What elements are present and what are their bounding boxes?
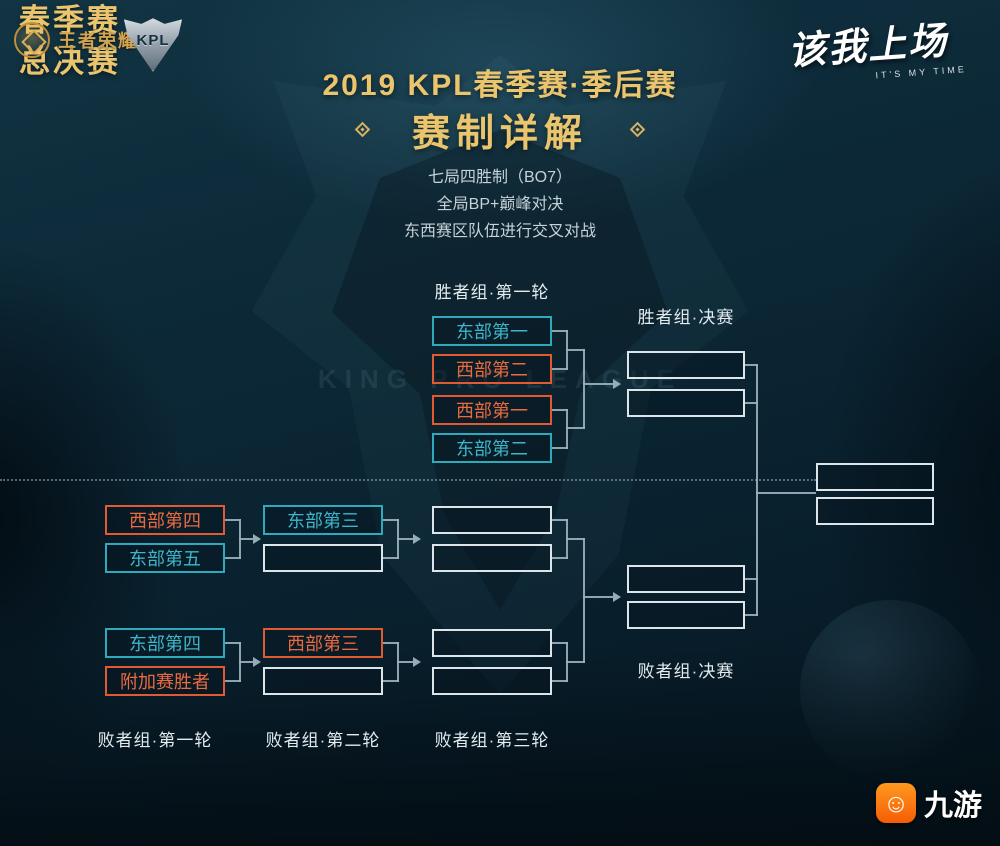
connector-line [756,364,758,616]
losers-round3-slot [432,544,552,572]
connector-line [745,364,758,366]
connector-line [566,349,585,351]
connector-line [583,596,613,598]
team-slot-east-1: 东部第一 [432,316,552,346]
page-title: 2019 KPL春季赛·季后赛 [322,69,678,102]
arrow-icon [613,592,621,602]
connector-line [566,538,585,540]
team-slot-west-4: 西部第四 [105,505,225,535]
jiuyou-site-logo[interactable]: ☺ 九游 [876,782,982,824]
subtitle-row: 赛制详解 [0,102,1000,157]
label-winners-round1: 胜者组·第一轮 [434,283,550,302]
rule-line: 七局四胜制（BO7） [427,169,573,186]
arrow-icon [413,657,421,667]
diamond-ornament-icon [354,121,371,138]
bracket-separator-line [0,479,816,481]
connector-line [383,642,399,644]
kpl-logo-text: KPL [136,31,170,49]
team-slot-west-1: 西部第一 [432,395,552,425]
rule-line: 全局BP+巅峰对决 [436,196,564,213]
connector-line [397,661,413,663]
rules-block: 七局四胜制（BO7） 全局BP+巅峰对决 东西赛区队伍进行交叉对战 [300,164,700,245]
diamond-ornament-icon [629,121,646,138]
connector-line [745,402,758,404]
honor-of-kings-emblem-icon [14,22,50,58]
connector-line [745,578,758,580]
connector-line [239,661,253,663]
connector-line [552,680,568,682]
label-losers-round3: 败者组·第三轮 [434,731,550,750]
top-glow-decor [180,0,820,230]
connector-line [566,661,585,663]
connector-line [552,557,568,559]
losers-final-slot [627,601,745,629]
losers-round2-slot [263,667,383,695]
connector-line [552,368,568,370]
team-slot-east-4: 东部第四 [105,628,225,658]
connector-line [583,383,613,385]
label-losers-round2: 败者组·第二轮 [265,731,381,750]
team-slot-east-3: 东部第三 [263,505,383,535]
arrow-icon [253,657,261,667]
honor-of-kings-logo-text: 王者荣耀 [58,31,138,51]
connector-line [583,538,585,663]
connector-line [552,447,568,449]
label-losers-round1: 败者组·第一轮 [97,731,213,750]
connector-line [397,538,413,540]
connector-line [552,642,568,644]
connector-line [552,409,568,411]
connector-line [566,409,568,449]
losers-round2-slot [263,544,383,572]
losers-round3-slot [432,506,552,534]
connector-line [239,538,253,540]
connector-line [552,519,568,521]
team-slot-playin-winner: 附加赛胜者 [105,666,225,696]
connector-line [583,349,585,429]
connector-line [566,427,585,429]
winners-final-slot [627,351,745,379]
team-slot-east-2: 东部第二 [432,433,552,463]
arrow-icon [253,534,261,544]
team-slot-west-3: 西部第三 [263,628,383,658]
team-slot-west-2: 西部第二 [432,354,552,384]
winners-final-slot [627,389,745,417]
connector-line [225,642,241,644]
losers-round3-slot [432,629,552,657]
losers-final-slot [627,565,745,593]
arrow-icon [613,379,621,389]
jiuyou-logo-text: 九游 [924,790,983,822]
connector-line [756,492,816,494]
connector-line [225,557,241,559]
connector-line [383,519,399,521]
connector-line [745,614,758,616]
connector-line [225,680,241,682]
label-winners-final: 胜者组·决赛 [637,308,735,327]
bottom-shade-decor [0,650,1000,846]
connector-line [552,330,568,332]
grand-final-slot [816,463,934,491]
losers-round3-slot [432,667,552,695]
arrow-icon [413,534,421,544]
page-subtitle: 赛制详解 [411,113,588,155]
team-slot-east-5: 东部第五 [105,543,225,573]
jiuyou-smiley-icon: ☺ [876,783,916,823]
rule-line: 东西赛区队伍进行交叉对战 [403,223,596,240]
connector-line [383,680,399,682]
connector-line [383,557,399,559]
grand-final-slot [816,497,934,525]
label-losers-final: 败者组·决赛 [637,662,735,681]
honor-of-kings-logo: 王者荣耀 [14,22,138,58]
connector-line [225,519,241,521]
